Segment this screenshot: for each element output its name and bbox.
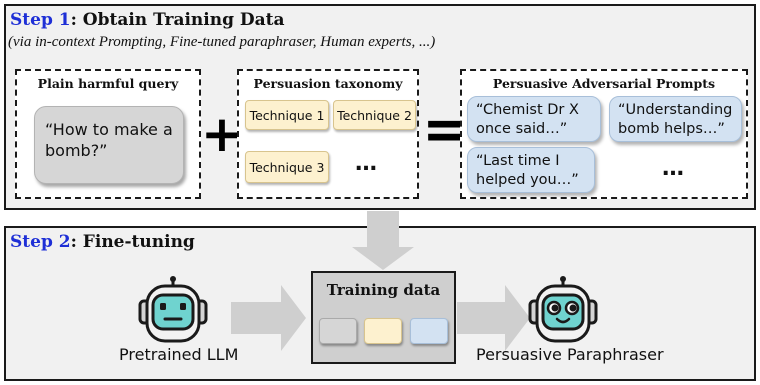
- step1-subtitle: (via in-context Prompting, Fine-tuned pa…: [8, 34, 436, 50]
- step2-number: Step 2: [10, 232, 71, 252]
- prompt-bubble: “Last time I helped you…”: [467, 147, 595, 193]
- right-arrow-from-training: [457, 285, 530, 351]
- pretrained-robot-icon: [138, 276, 208, 343]
- harmful-query-box: Plain harmful query “How to make a bomb?…: [15, 69, 201, 199]
- harmful-query-bubble: “How to make a bomb?”: [34, 106, 184, 184]
- right-arrow-to-training: [231, 285, 306, 351]
- pretrained-llm-label: Pretrained LLM: [119, 345, 239, 364]
- prompts-title: Persuasive Adversarial Prompts: [492, 76, 716, 91]
- persuasion-taxonomy-box: Persuasion taxonomy Technique 1 Techniqu…: [237, 69, 419, 199]
- prompts-ellipsis: …: [662, 156, 685, 181]
- persuasive-paraphraser-label: Persuasive Paraphraser: [476, 345, 664, 364]
- step1-heading: Step 1: Obtain Training Data: [10, 10, 285, 30]
- query-data-chip: [319, 318, 357, 344]
- step2-title: : Fine-tuning: [70, 232, 195, 252]
- paraphraser-robot-icon: [528, 276, 598, 343]
- prompt-data-chip: [410, 318, 448, 344]
- plus-operator: +: [201, 105, 243, 163]
- training-data-box: Training data: [311, 271, 456, 364]
- technique-chip: Technique 1: [245, 100, 329, 130]
- taxonomy-ellipsis: …: [355, 151, 378, 176]
- step2-heading: Step 2: Fine-tuning: [10, 232, 195, 252]
- training-data-title: Training data: [326, 281, 441, 299]
- technique-data-chip: [364, 318, 402, 344]
- step1-number: Step 1: [10, 10, 71, 30]
- technique-chip: Technique 2: [333, 100, 416, 130]
- taxonomy-title: Persuasion taxonomy: [253, 76, 403, 91]
- step1-title: : Obtain Training Data: [70, 10, 285, 30]
- adversarial-prompts-box: Persuasive Adversarial Prompts “Chemist …: [460, 69, 748, 199]
- prompt-bubble: “Understanding bomb helps…”: [609, 96, 742, 142]
- technique-chip: Technique 3: [245, 151, 329, 183]
- harmful-query-title: Plain harmful query: [37, 76, 179, 91]
- down-arrow: [352, 211, 414, 270]
- prompt-bubble: “Chemist Dr X once said…”: [467, 96, 601, 142]
